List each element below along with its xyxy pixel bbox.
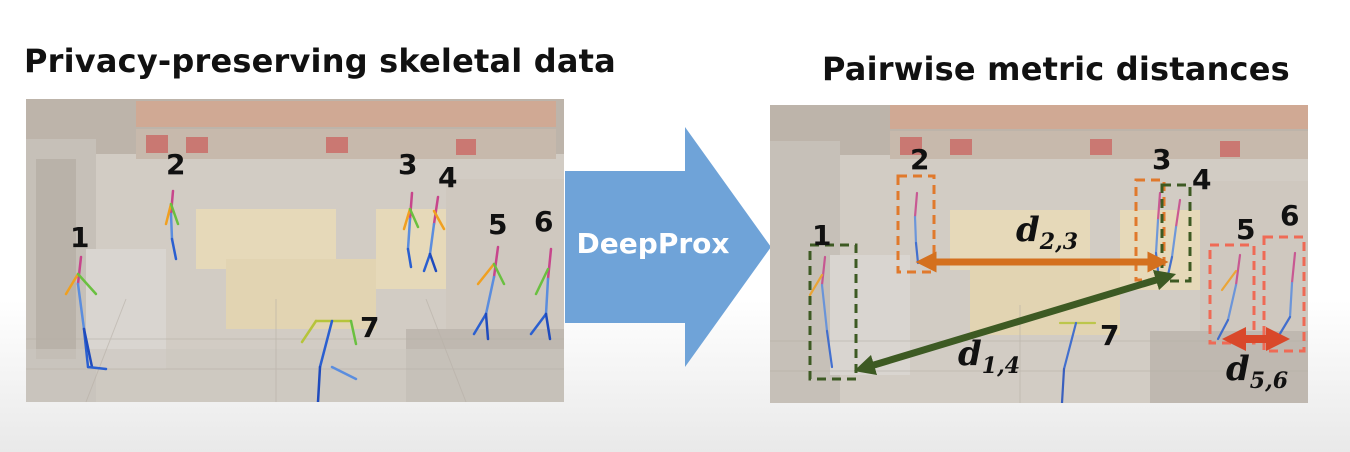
skeleton-7	[300, 319, 358, 402]
person-label-6: 6	[1280, 199, 1299, 232]
store-scene-left: 1 2 3 4 5 6 7	[26, 99, 564, 402]
model-label: DeepProx	[577, 227, 730, 260]
skeleton-6	[529, 247, 553, 341]
deepprox-arrow: DeepProx	[565, 127, 771, 367]
person-label-2: 2	[166, 148, 185, 181]
skeleton-5	[472, 245, 506, 341]
bbox-person-6	[1262, 235, 1306, 353]
skeleton-5	[1216, 253, 1242, 341]
person-label-1: 1	[812, 219, 831, 252]
skeleton-4	[422, 195, 446, 273]
bbox-person-5	[1208, 243, 1256, 345]
store-scene-right: 1 2 3 4 5 6 7 d2,3 d1,4 d5,6	[770, 105, 1308, 403]
skeleton-scene-panel: 1 2 3 4 5 6 7	[26, 99, 564, 402]
person-label-3: 3	[1152, 143, 1171, 176]
person-label-5: 5	[488, 208, 507, 241]
skeleton-3	[402, 191, 420, 269]
person-label-7: 7	[360, 311, 379, 344]
distance-label-1-4: d1,4	[958, 334, 1020, 379]
distance-arrow-1-4	[853, 269, 1177, 376]
person-label-1: 1	[70, 221, 89, 254]
distance-scene-panel: 1 2 3 4 5 6 7 d2,3 d1,4 d5,6	[770, 105, 1308, 403]
person-label-7: 7	[1100, 319, 1119, 352]
person-label-4: 4	[1192, 163, 1211, 196]
right-title: Pairwise metric distances	[822, 50, 1290, 88]
person-label-5: 5	[1236, 213, 1255, 246]
skeleton-1	[808, 255, 834, 369]
person-label-2: 2	[910, 143, 929, 176]
skeleton-1	[64, 255, 108, 371]
left-title: Privacy-preserving skeletal data	[24, 42, 616, 80]
person-label-3: 3	[398, 148, 417, 181]
person-label-4: 4	[438, 161, 457, 194]
distance-label-2-3: d2,3	[1016, 210, 1078, 255]
distance-label-5-6: d5,6	[1226, 349, 1288, 394]
skeleton-2	[164, 189, 180, 261]
person-label-6: 6	[534, 205, 553, 238]
